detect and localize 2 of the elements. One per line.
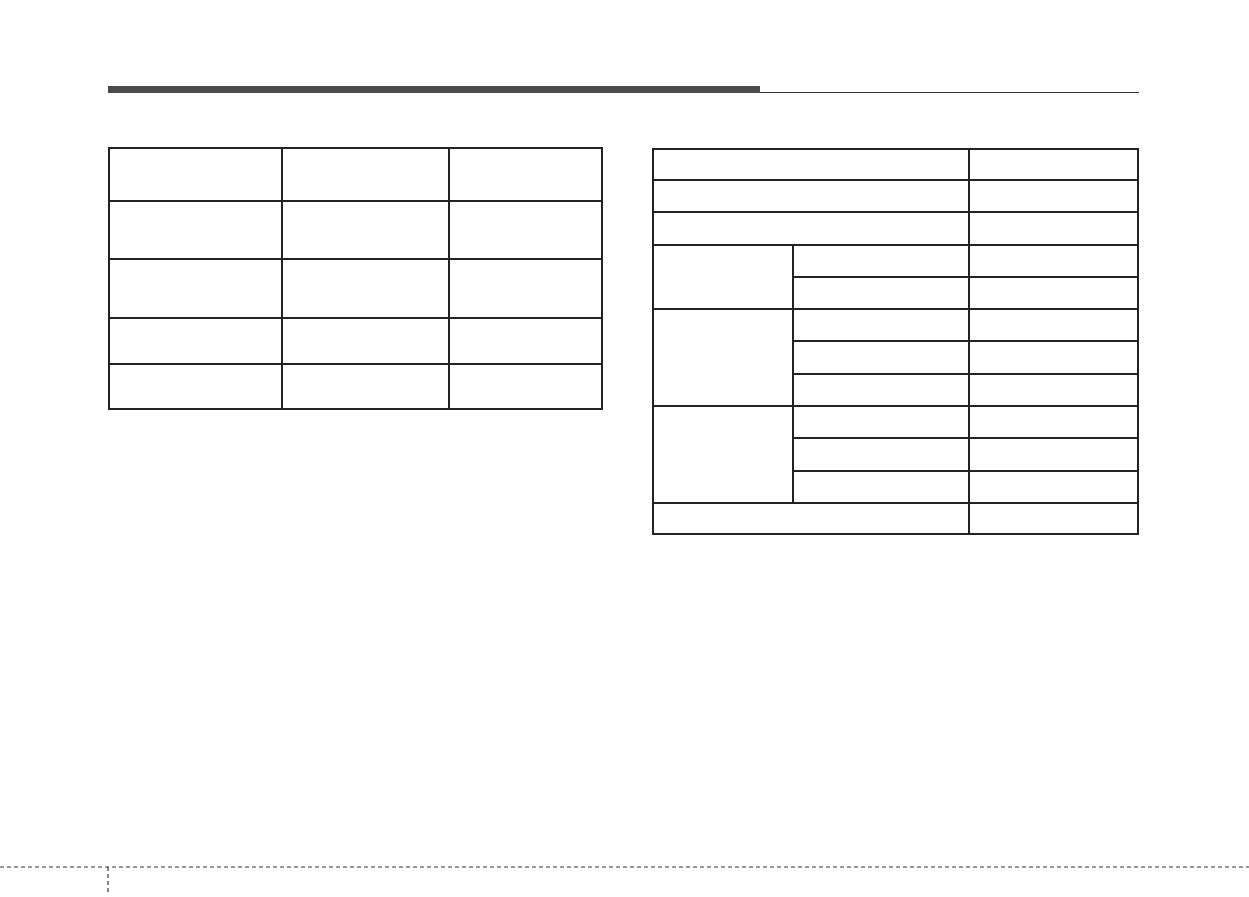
- empty-table: [108, 147, 603, 410]
- empty-table: [652, 148, 1139, 535]
